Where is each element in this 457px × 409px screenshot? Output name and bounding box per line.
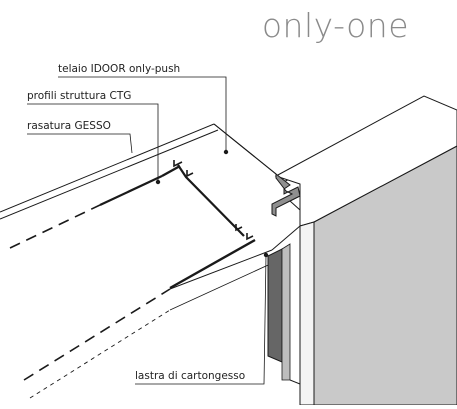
stud-return-lower-1 [235, 224, 243, 232]
stud-web [177, 164, 245, 237]
dashed-line-upper [9, 204, 101, 249]
ctg-stud-profile [161, 160, 256, 290]
stud-upper-flange [161, 164, 181, 178]
label-telaio: telaio IDOOR only-push [58, 63, 181, 75]
wall-dashed-lines [9, 204, 171, 399]
dashed-line-lower [23, 288, 171, 381]
door-edge-strip [299, 221, 315, 406]
idoor-frame-profile [271, 172, 301, 217]
stud-return-lower-2 [246, 233, 254, 241]
label-profili: profili struttura CTG [27, 90, 132, 102]
leader-profili-dot [155, 179, 161, 185]
stud-lower-flange [169, 238, 256, 290]
frame-shadow-strip [267, 248, 283, 363]
leader-lastra-dot [263, 252, 269, 258]
frame-profile-grey [281, 243, 291, 381]
door-bottom-edge [289, 379, 301, 385]
stud-return-mid [186, 170, 194, 178]
leader-telaio-dot [223, 149, 229, 155]
leader-telaio [58, 76, 227, 152]
door-leaf [267, 95, 457, 406]
wall-top-edge [0, 123, 215, 213]
leader-rasatura [27, 133, 133, 154]
label-rasatura: rasatura GESSO [27, 120, 111, 132]
brand-title: only-one [261, 6, 409, 45]
wall-end-face [271, 225, 301, 251]
door-top-edge [274, 95, 457, 227]
stud-return-top [173, 160, 183, 168]
wall-top-edge-inner [0, 129, 219, 220]
dashed-line-lower-thin [29, 309, 171, 399]
leader-lastra [135, 254, 267, 385]
wall-lower-face [169, 249, 273, 290]
frame-profile-shape [271, 172, 301, 217]
leader-lines [27, 76, 269, 385]
gypsum-skim-line [99, 175, 163, 206]
label-lastra: lastra di cartongesso [135, 370, 246, 382]
leader-profili [27, 103, 159, 182]
